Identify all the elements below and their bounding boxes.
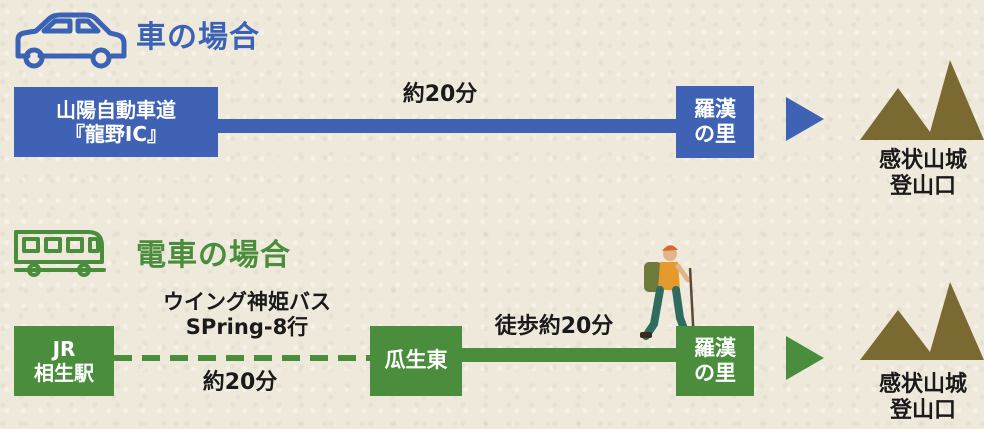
car-duration-label: 約20分 [402,82,478,107]
train-icon [14,226,106,278]
train-section-title: 電車の場合 [136,238,291,273]
bus-route-label: ウイング神姫バス SPring-8行 [163,290,331,340]
bus-route-dashed-line [114,355,376,361]
car-icon [14,12,128,70]
train-destination-label: 感状山城 登山口 [878,372,967,424]
car-start-box: 山陽自動車道 『龍野IC』 [14,87,218,157]
car-route-line [200,119,680,133]
bus-duration-label: 約20分 [202,370,278,395]
car-destination-mountain [860,60,984,140]
train-arrow [786,336,824,380]
train-end-box: 羅漢 の里 [676,326,754,396]
train-destination-mountain [860,282,984,360]
car-end-box: 羅漢 の里 [676,86,754,158]
train-start-box: JR 相生駅 [14,326,114,396]
car-arrow [786,97,824,141]
walk-duration-label: 徒歩約20分 [494,314,614,339]
transfer-stop-box: 瓜生東 [370,326,462,396]
car-section-title: 車の場合 [136,20,260,55]
car-destination-label: 感状山城 登山口 [878,148,967,200]
walk-route-line [460,348,680,362]
